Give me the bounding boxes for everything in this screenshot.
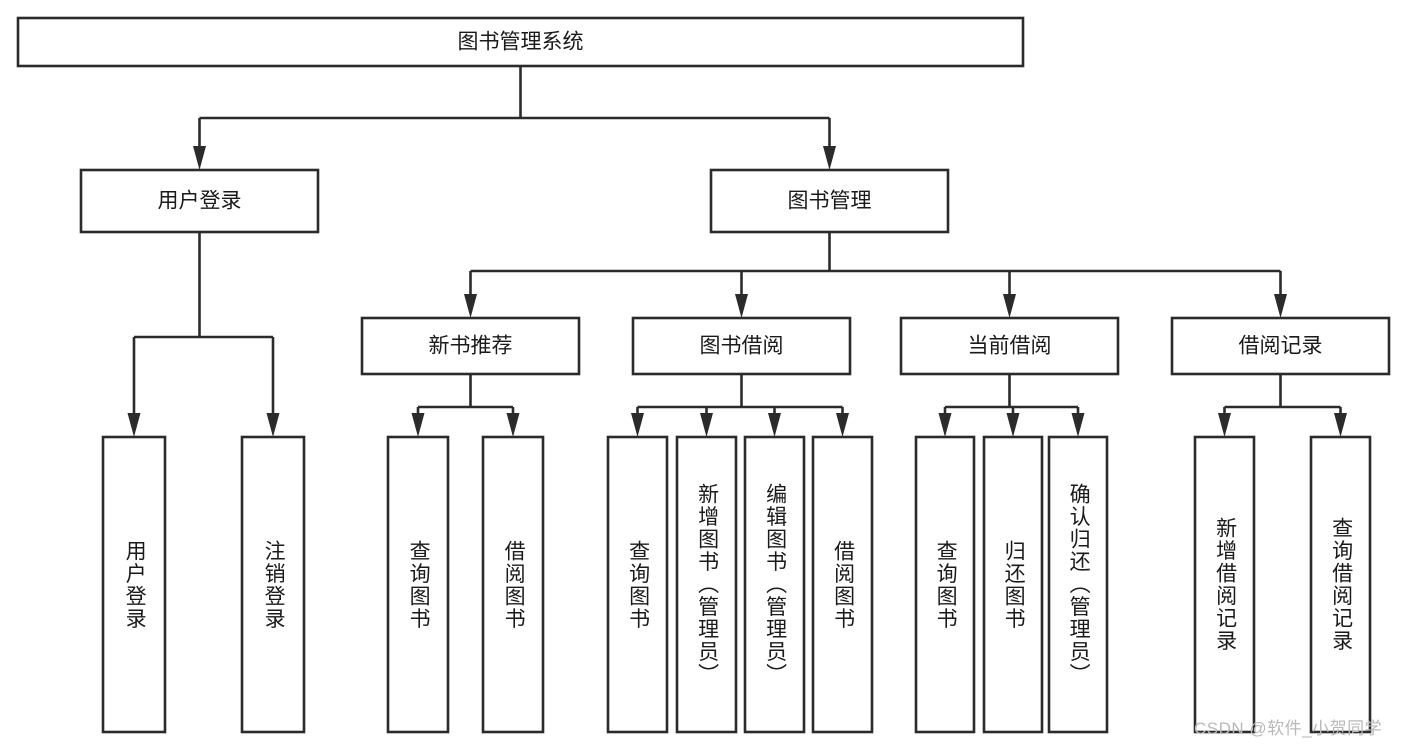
node-box-leaf-query-book-2[interactable]	[606, 435, 669, 734]
node-box-user-login[interactable]	[79, 168, 320, 234]
arrow-head-leaf-user-login	[127, 413, 141, 437]
arrow-head-leaf-query-book-2	[631, 413, 644, 437]
arrow-head-leaf-query-book-1	[411, 413, 425, 437]
node-box-root[interactable]	[16, 16, 1025, 68]
node-box-leaf-confirm-return[interactable]	[1047, 435, 1109, 734]
node-box-leaf-add-record[interactable]	[1193, 435, 1256, 734]
node-box-leaf-return-book[interactable]	[982, 435, 1044, 734]
node-box-leaf-borrow-book-1[interactable]	[481, 435, 545, 734]
arrow-head-borrow-record	[1274, 294, 1287, 318]
arrow-head-current-borrow	[1003, 294, 1016, 318]
node-box-leaf-user-login[interactable]	[101, 435, 167, 734]
node-box-leaf-query-book-3[interactable]	[914, 435, 976, 734]
arrow-head-user-login	[193, 146, 206, 170]
arrow-head-leaf-borrow-book-1	[506, 413, 520, 437]
node-label-borrow-record: 借阅记录	[1239, 335, 1323, 358]
node-box-book-manage[interactable]	[709, 168, 950, 234]
node-box-new-book-recommend[interactable]	[360, 316, 581, 376]
arrow-head-leaf-query-record	[1334, 413, 1347, 437]
arrow-head-leaf-add-record	[1218, 413, 1231, 437]
arrow-head-book-borrow	[735, 294, 748, 318]
watermark-text: CSDN @软件_小贺同学	[1194, 719, 1383, 738]
arrow-head-leaf-query-book-3	[938, 413, 952, 437]
node-box-borrow-record[interactable]	[1170, 316, 1391, 376]
arrow-head-leaf-logout	[266, 413, 280, 437]
node-label-book-manage: 图书管理	[788, 190, 872, 213]
node-box-leaf-logout[interactable]	[240, 435, 306, 734]
arrow-head-leaf-add-book	[700, 413, 713, 437]
node-label-user-login: 用户登录	[158, 190, 242, 213]
node-box-current-borrow[interactable]	[899, 316, 1120, 376]
node-box-leaf-edit-book[interactable]	[743, 435, 806, 734]
node-box-leaf-query-record[interactable]	[1309, 435, 1372, 734]
arrow-head-book-manage	[823, 146, 836, 170]
arrow-head-leaf-borrow-book-2	[836, 413, 849, 437]
arrow-head-leaf-confirm-return	[1071, 413, 1085, 437]
arrow-head-leaf-edit-book	[768, 413, 781, 437]
node-label-current-borrow: 当前借阅	[968, 335, 1052, 358]
node-label-book-borrow: 图书借阅	[700, 335, 784, 358]
node-box-layer	[16, 16, 1391, 734]
connector-layer	[127, 66, 1347, 437]
node-box-leaf-add-book[interactable]	[675, 435, 738, 734]
arrow-head-leaf-return-book	[1006, 413, 1020, 437]
node-box-leaf-query-book-1[interactable]	[386, 435, 450, 734]
node-label-new-book-recommend: 新书推荐	[429, 335, 513, 358]
node-box-leaf-borrow-book-2[interactable]	[811, 435, 874, 734]
arrow-head-new-book-recommend	[464, 294, 477, 318]
node-label-root: 图书管理系统	[458, 31, 584, 54]
node-box-book-borrow[interactable]	[631, 316, 852, 376]
